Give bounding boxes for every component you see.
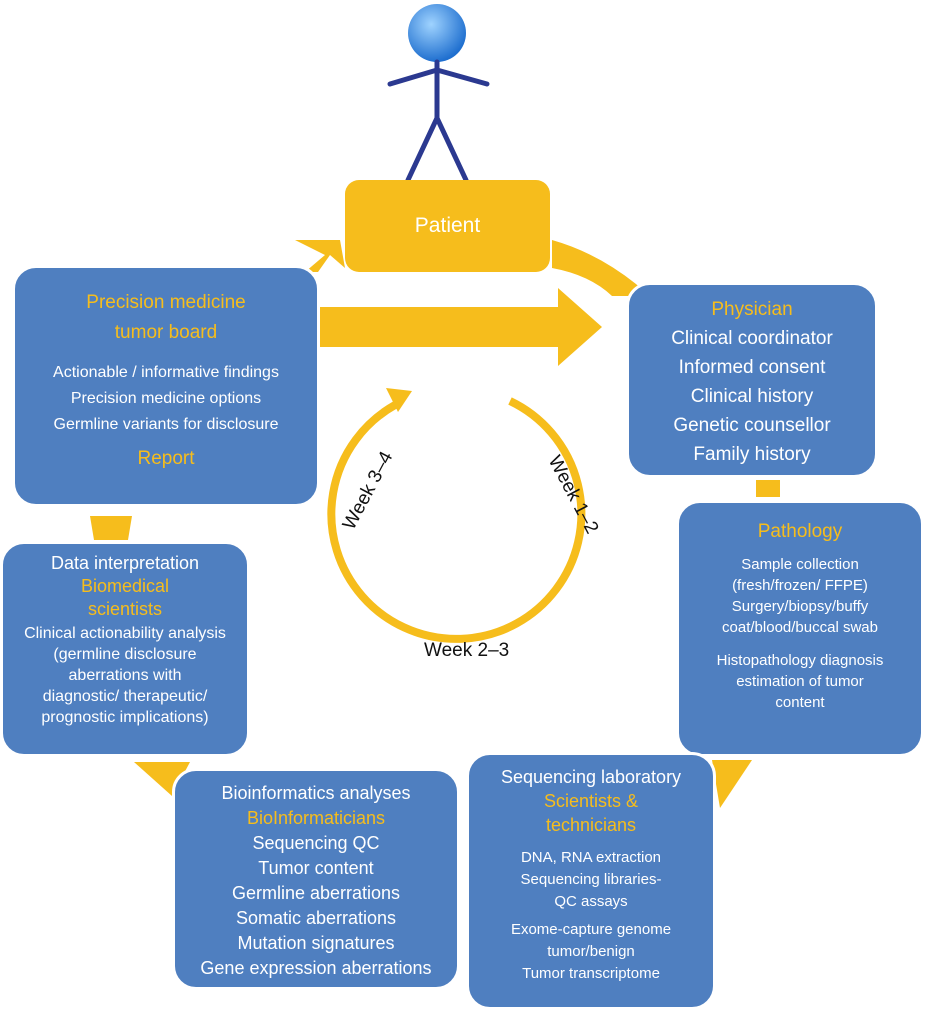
bioinformatics-line: Germline aberrations: [231, 883, 401, 903]
bioinformatics-subtitle: BioInformaticians: [246, 808, 386, 828]
tumor-board-line: Actionable / informative findings: [53, 364, 279, 381]
physician-line: Genetic counsellor: [673, 415, 831, 436]
pathology-line: coat/blood/buccal swab: [722, 619, 878, 636]
interpretation-title: Data interpretation: [50, 553, 200, 573]
arrow-board-physician: [318, 288, 602, 366]
sequencing-line: QC assays: [554, 893, 628, 910]
physician-line: Informed consent: [678, 357, 826, 378]
connector-interpretation-board: [90, 516, 132, 540]
bioinformatics-line: Sequencing QC: [252, 833, 380, 853]
arrow-to-patient: [295, 240, 345, 272]
interpretation-line: prognostic implications): [41, 709, 209, 726]
interpretation-line: diagnostic/ therapeutic/: [42, 688, 208, 705]
bioinformatics-box: Bioinformatics analyses BioInformatician…: [172, 768, 460, 990]
bioinformatics-line: Somatic aberrations: [235, 908, 397, 928]
week-2-3-label: Week 2–3: [424, 640, 510, 661]
person-icon: [387, 4, 490, 183]
cycle-ring: [327, 397, 586, 643]
tumor-board-box: Precision medicine tumor board Actionabl…: [12, 265, 320, 507]
tumor-board-report: Report: [137, 448, 195, 469]
physician-line: Clinical history: [690, 386, 814, 407]
pathology-title: Pathology: [757, 521, 843, 542]
bioinformatics-line: Mutation signatures: [237, 933, 395, 953]
connector-physician-pathology: [756, 480, 780, 497]
physician-line: Clinical coordinator: [671, 328, 833, 349]
physician-line: Family history: [693, 444, 811, 465]
cycle-arrow-head: [386, 388, 412, 412]
patient-box: Patient: [345, 180, 550, 272]
pathology-line: Surgery/biopsy/buffy: [731, 598, 869, 615]
tumor-board-line: Precision medicine options: [70, 390, 262, 407]
interpretation-subtitle: scientists: [87, 599, 163, 619]
tumor-board-title: Precision medicine: [86, 292, 246, 313]
sequencing-line: Tumor transcriptome: [522, 965, 660, 982]
pathology-line: content: [775, 694, 825, 711]
bioinformatics-title: Bioinformatics analyses: [221, 783, 411, 803]
arrow-patient-physician: [552, 240, 650, 296]
pathology-line: estimation of tumor: [736, 673, 864, 690]
connector-pathology-sequencing: [712, 760, 752, 808]
sequencing-line: Exome-capture genome: [510, 921, 672, 938]
physician-title: Physician: [711, 299, 793, 320]
sequencing-subtitle: Scientists &: [543, 791, 639, 811]
interpretation-line: Clinical actionability analysis: [24, 625, 226, 642]
sequencing-line: Sequencing libraries-: [520, 871, 662, 888]
pathology-box: Pathology Sample collection (fresh/froze…: [676, 500, 924, 757]
pathology-line: Sample collection: [741, 556, 859, 573]
tumor-board-line: Germline variants for disclosure: [53, 416, 279, 433]
patient-label: Patient: [414, 214, 481, 237]
bioinformatics-line: Gene expression aberrations: [200, 958, 432, 978]
interpretation-line: (germline disclosure: [53, 646, 197, 663]
physician-box: Physician Clinical coordinator Informed …: [626, 282, 878, 478]
sequencing-line: DNA, RNA extraction: [520, 849, 662, 866]
sequencing-title: Sequencing laboratory: [500, 767, 682, 787]
sequencing-box: Sequencing laboratory Scientists & techn…: [466, 752, 716, 1010]
bioinformatics-line: Tumor content: [258, 858, 374, 878]
tumor-board-title: tumor board: [114, 322, 218, 343]
interpretation-subtitle: Biomedical: [80, 576, 170, 596]
sequencing-line: tumor/benign: [547, 943, 635, 960]
interpretation-line: aberrations with: [68, 667, 182, 684]
pathology-line: (fresh/frozen/ FFPE): [732, 577, 868, 594]
sequencing-subtitle: technicians: [545, 815, 637, 835]
pathology-line: Histopathology diagnosis: [716, 652, 884, 669]
interpretation-box: Data interpretation Biomedical scientist…: [0, 541, 250, 757]
